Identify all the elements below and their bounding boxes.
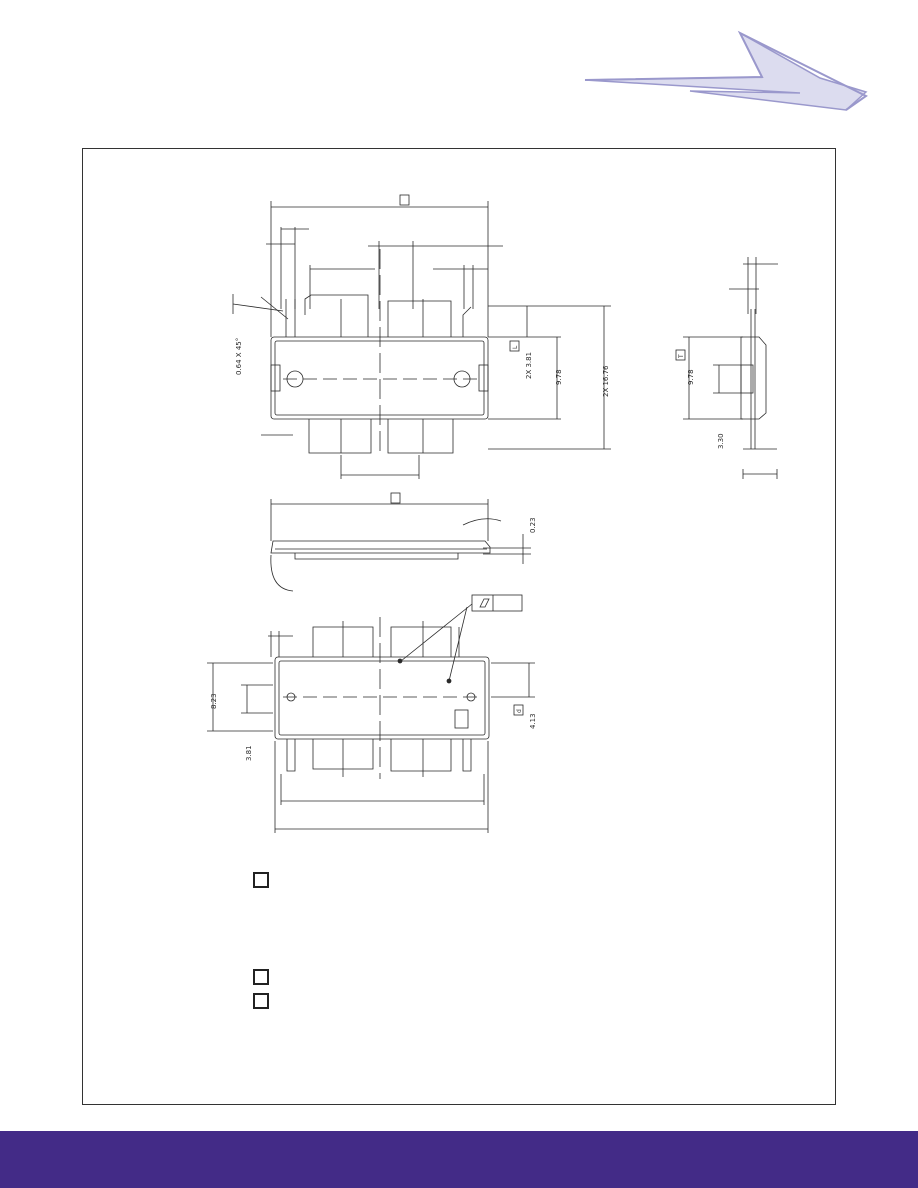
note-box-1 <box>253 872 269 888</box>
note-box-2 <box>253 969 269 985</box>
datum-box-d <box>513 704 524 716</box>
datum-box-a <box>509 340 520 352</box>
datum-t-label: T <box>678 354 685 359</box>
dim-box-top <box>399 194 410 206</box>
footer-bar <box>0 1131 918 1188</box>
bottom-flange-body <box>274 656 490 740</box>
dim-2x-16-76: 2X 16.76 <box>602 365 610 397</box>
datum-d-label: d <box>516 709 523 713</box>
lightning-bolt-logo <box>584 30 868 111</box>
datum-box-t <box>675 349 686 361</box>
dim-3-30: 3.30 <box>717 433 725 449</box>
side-view <box>675 257 778 479</box>
logo-icon <box>584 30 868 111</box>
dim-3-81-bottom: 3.81 <box>245 745 253 761</box>
dim-box-end <box>390 492 401 504</box>
datum-a-label: L <box>512 345 519 349</box>
dim-0-23: 0.23 <box>529 517 537 533</box>
flatness-control-frame <box>471 594 523 612</box>
dim-8-23: 8.23 <box>210 693 218 709</box>
note-box-3 <box>253 993 269 1009</box>
dim-2x-3-81: 2X 3.81 <box>525 352 533 379</box>
dim-9-78-top: 9.78 <box>555 369 563 385</box>
bottom-view <box>207 594 535 833</box>
dim-9-78-side: 9.78 <box>687 369 695 385</box>
end-view <box>270 492 531 592</box>
drawing-frame: 0.64 X 45° 2X 3.81 9.78 2X 16.76 L 9.78 … <box>82 148 836 1105</box>
package-outline-drawing: 0.64 X 45° 2X 3.81 9.78 2X 16.76 L 9.78 … <box>207 194 778 833</box>
chamfer-label: 0.64 X 45° <box>235 338 243 375</box>
top-view <box>232 194 611 479</box>
flange-body <box>270 336 489 420</box>
dim-4-13: 4.13 <box>529 713 537 729</box>
